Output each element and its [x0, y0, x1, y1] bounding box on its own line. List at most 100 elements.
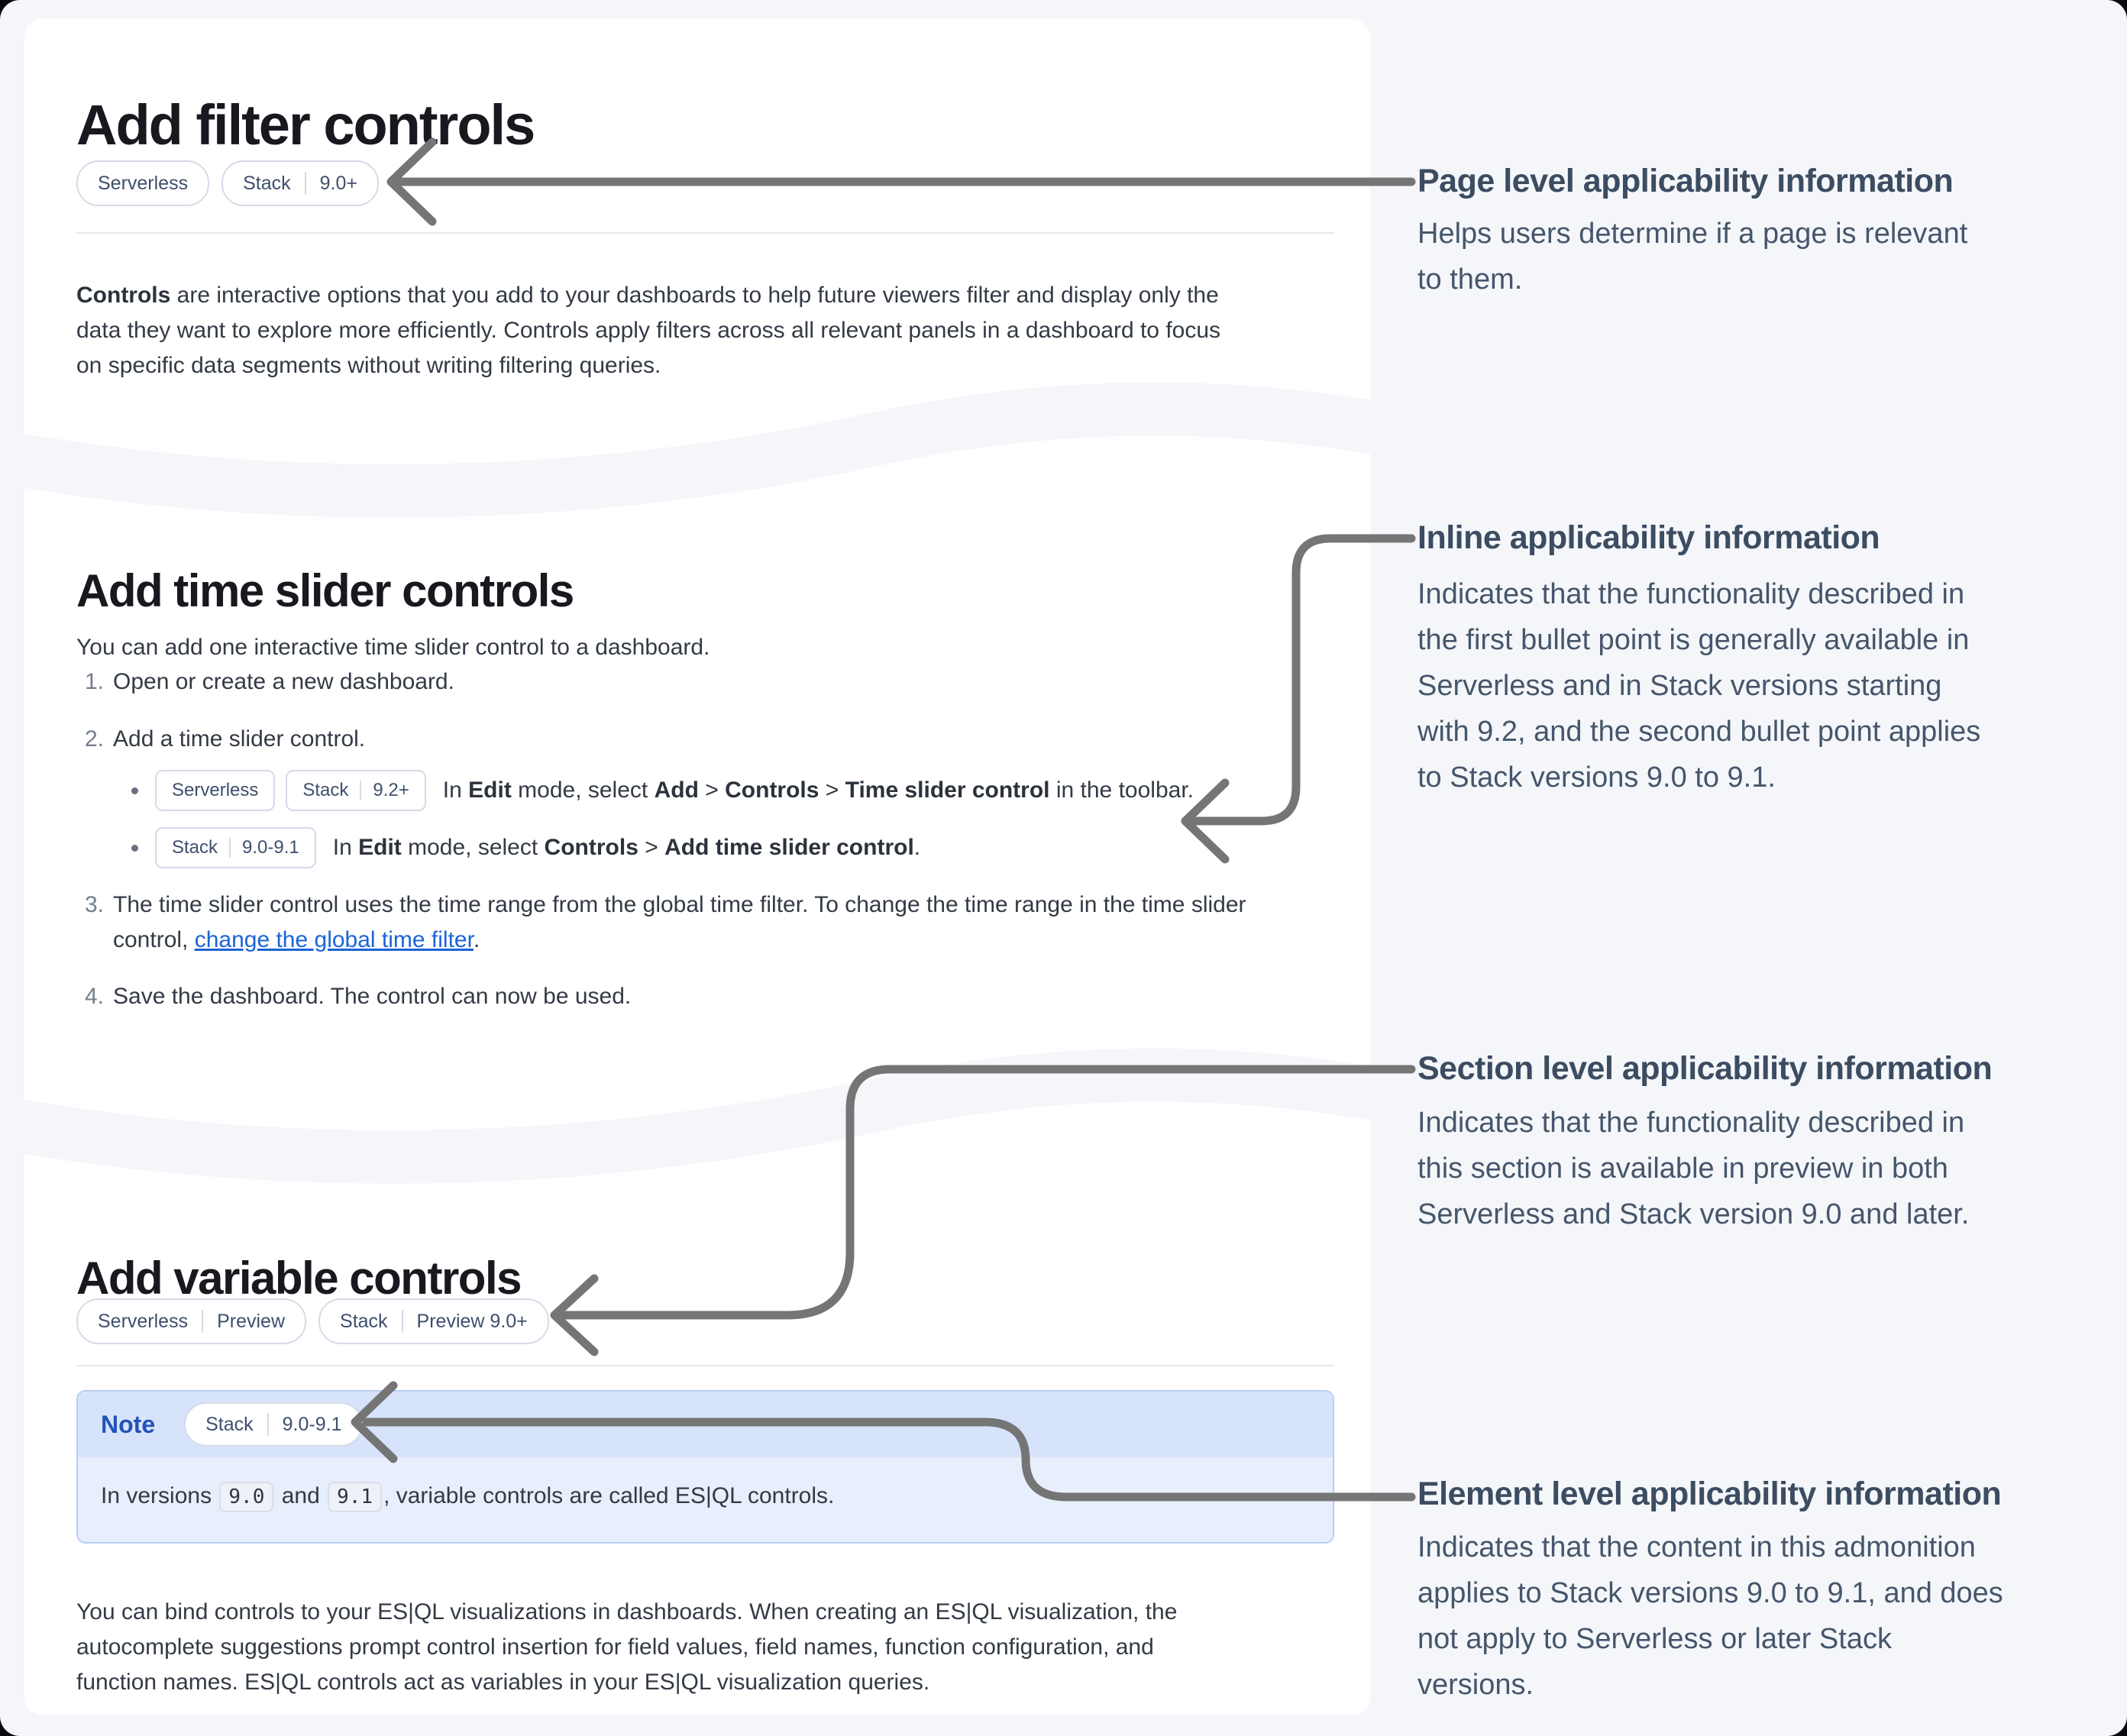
annotation-body-element-level: Indicates that the content in this admon…	[1417, 1531, 2003, 1701]
page-badges-row: Serverless Stack 9.0+	[76, 160, 379, 206]
annotation-body-page-level: Helps users determine if a page is relev…	[1417, 218, 1968, 296]
list-item-text: Open or create a new dashboard.	[113, 664, 454, 700]
text: , variable controls are called ES|QL con…	[383, 1483, 835, 1508]
list-item-text: In Edit mode, select Controls > Add time…	[333, 830, 920, 865]
text: .	[473, 927, 480, 952]
note-label: Note	[101, 1410, 156, 1438]
badge-part: 9.0-9.1	[242, 837, 299, 858]
section-heading-time-slider: Add time slider controls	[76, 564, 574, 616]
text: In	[332, 835, 359, 860]
annotation-heading-page-level: Page level applicability information	[1417, 163, 1954, 199]
badge-part: 9.2+	[373, 780, 409, 800]
text: >	[698, 777, 726, 803]
badge-divider	[229, 838, 231, 858]
list-item-3: 3. The time slider control uses the time…	[76, 887, 1304, 958]
text: Add a time slider control.	[113, 726, 366, 752]
bullet-dot	[131, 787, 138, 794]
annotation-body-inline: Indicates that the functionality describ…	[1417, 578, 1981, 794]
badge-divider	[360, 781, 362, 800]
applicability-badge[interactable]: Stack Preview 9.0+	[318, 1298, 549, 1344]
text: You can bind controls to your ES|QL visu…	[76, 1599, 1178, 1695]
code-chip: 9.1	[328, 1482, 383, 1512]
divider	[76, 232, 1334, 234]
text: in the toolbar.	[1049, 777, 1194, 803]
page-title: Add filter controls	[76, 92, 535, 157]
outro-paragraph: You can bind controls to your ES|QL visu…	[76, 1595, 1352, 1700]
badge-part: Stack	[243, 172, 291, 194]
note-badge-group: Stack 9.0-9.1	[184, 1402, 364, 1447]
sub-list-item-2: Stack 9.0-9.1 In Edit mode, select Contro…	[131, 827, 920, 868]
badge-part: 9.0+	[319, 172, 357, 194]
text: and	[275, 1483, 327, 1508]
list-item-text: The time slider control uses the time ra…	[113, 887, 1304, 958]
text: >	[638, 835, 665, 860]
sub-list-item-1: Serverless Stack 9.2+ In Edit mode, select…	[131, 770, 1194, 811]
badge-part: Stack	[302, 780, 349, 800]
text: are interactive options that you add to …	[76, 283, 1221, 378]
text: In	[442, 777, 469, 803]
list-item-text: Add a time slider control.	[113, 722, 365, 757]
applicability-badge[interactable]: Serverless	[155, 770, 276, 811]
bold-text: Controls	[76, 283, 171, 308]
text: mode, select	[401, 835, 545, 860]
inline-badges: Stack 9.0-9.1	[155, 827, 316, 868]
list-item-text: Save the dashboard. The control can now …	[113, 979, 631, 1014]
note-body: In versions 9.0 and 9.1, variable contro…	[78, 1457, 1333, 1542]
list-item-1: 1. Open or create a new dashboard.	[76, 664, 454, 700]
text: The time slider control uses the time ra…	[113, 892, 1246, 952]
annotation-heading-section-level: Section level applicability information	[1417, 1050, 1993, 1087]
badge-divider	[304, 172, 306, 195]
applicability-badge[interactable]: Serverless	[76, 160, 210, 206]
code-chip: 9.0	[219, 1482, 274, 1512]
text: Open or create a new dashboard.	[113, 669, 454, 694]
list-marker: 4.	[84, 984, 104, 1009]
list-item-4: 4. Save the dashboard. The control can n…	[76, 979, 631, 1014]
note-header: Note Stack 9.0-9.1	[78, 1392, 1333, 1457]
annotation-heading-element-level: Element level applicability information	[1417, 1476, 2002, 1512]
applicability-badge[interactable]: Stack 9.0-9.1	[155, 827, 316, 868]
badge-part: 9.0-9.1	[282, 1413, 342, 1435]
note-admonition: Note Stack 9.0-9.1 In versions 9.0 and 9.…	[76, 1390, 1334, 1544]
list-item-2: 2. Add a time slider control.	[76, 722, 365, 757]
badge-part: Stack	[172, 837, 218, 858]
list-marker: 3.	[84, 892, 104, 917]
list-item-text: In Edit mode, select Add > Controls > Ti…	[443, 773, 1194, 808]
text: mode, select	[511, 777, 655, 803]
text: Save the dashboard. The control can now …	[113, 984, 632, 1009]
badge-part: Serverless	[98, 172, 189, 194]
text: In versions	[101, 1483, 218, 1508]
link-change-global-time-filter[interactable]: change the global time filter	[194, 927, 474, 952]
badge-divider	[202, 1310, 204, 1333]
annotation-body-section-level: Indicates that the functionality describ…	[1417, 1107, 1970, 1230]
badge-part: Stack	[205, 1413, 254, 1435]
bold-text: Edit	[358, 835, 402, 860]
text: >	[819, 777, 845, 803]
badge-divider	[267, 1413, 269, 1436]
bold-text: Controls	[544, 835, 638, 860]
text: .	[913, 835, 921, 860]
badge-part: Preview 9.0+	[416, 1310, 528, 1332]
badge-part: Stack	[340, 1310, 388, 1332]
applicability-badge[interactable]: Stack 9.0+	[221, 160, 379, 206]
annotation-heading-inline: Inline applicability information	[1417, 519, 1880, 556]
divider	[76, 1365, 1334, 1366]
bold-text: Edit	[468, 777, 512, 803]
bold-text: Controls	[725, 777, 819, 803]
intro-paragraph: Controls are interactive options that yo…	[76, 278, 1352, 383]
list-marker: 2.	[84, 726, 104, 752]
inline-badges: Serverless Stack 9.2+	[155, 770, 426, 811]
section-lead: You can add one interactive time slider …	[76, 635, 710, 660]
section-heading-variable: Add variable controls	[76, 1252, 522, 1304]
applicability-badge[interactable]: Stack 9.0-9.1	[184, 1402, 364, 1447]
badge-divider	[401, 1310, 403, 1333]
list-marker: 1.	[84, 669, 104, 694]
applicability-badge[interactable]: Stack 9.2+	[286, 770, 426, 811]
badge-part: Serverless	[98, 1310, 189, 1332]
badge-part: Serverless	[172, 780, 259, 800]
bold-text: Add time slider control	[664, 835, 914, 860]
bold-text: Time slider control	[845, 777, 1050, 803]
